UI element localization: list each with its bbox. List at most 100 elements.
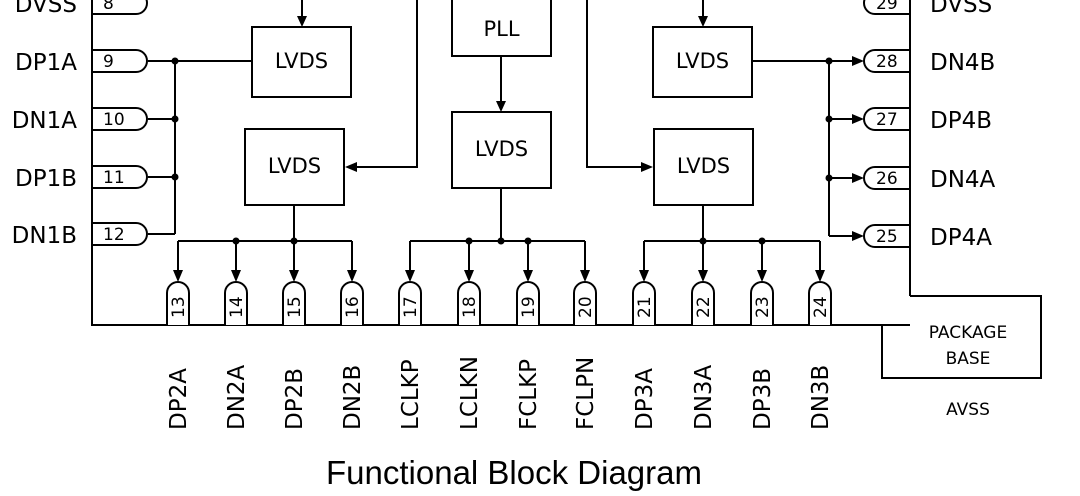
package-base-line1: PACKAGE [929,323,1007,343]
avss-label: AVSS [946,400,990,420]
junction-dot [825,174,833,182]
lvds-label: LVDS [268,154,321,178]
pin-26: 26 DN4A [863,166,996,193]
pin-outline [91,107,148,131]
arrow-head [464,270,474,282]
pin-outline [340,281,364,325]
pll-label: PLL [483,17,519,41]
arrow-head [347,270,357,282]
signal-name: DN4B [930,50,995,76]
signal-name: DP1A [15,50,77,76]
pin-outline [863,49,911,73]
pin-outline [516,281,540,325]
signal-name: DN2B [340,365,366,430]
arrow-head [231,270,241,282]
arrow-head [639,270,649,282]
pin-outline [863,224,911,248]
arrow-head [289,270,299,282]
pin-number: 9 [103,52,114,72]
pin-number: 26 [876,169,898,189]
signal-name: FCLPN [573,357,599,430]
signal-name: DN1B [12,223,77,249]
pin-number: 10 [103,110,125,130]
diagram-caption: Functional Block Diagram [326,454,702,491]
pin-number: 19 [519,296,539,318]
signal-name: DN4A [930,167,996,193]
pin-number: 17 [401,296,421,318]
lvds-label: LVDS [475,137,528,161]
wire [356,0,418,168]
signal-name: DN3A [691,364,717,430]
junction-dot [825,57,833,65]
pin-number: 28 [876,52,898,72]
signal-name: LCLKN [457,356,483,430]
bottom-pin-row: 13DP2A14DN2A15DP2B16DN2B17LCLKP18LCLKN19… [166,241,834,430]
arrow-head [297,16,307,27]
pin-outline [166,281,190,325]
pin-29: 29 DVSS [863,0,992,18]
pin-number: 22 [694,296,714,318]
pin-outline [398,281,422,325]
pin-outline [750,281,774,325]
signal-name: DP2A [166,368,192,430]
pin-outline [808,281,832,325]
arrow-head [815,270,825,282]
pin-28: 28 DN4B [863,49,995,76]
pin-number: 20 [576,296,596,318]
pin-number: 13 [169,296,189,318]
pin-outline [573,281,597,325]
arrow-head [852,114,864,124]
pin-number: 27 [876,110,898,130]
pin-outline [457,281,481,325]
arrow-head [496,101,506,112]
pin-outline [863,0,911,15]
pin-outline [863,107,911,131]
junction-dot [171,173,179,181]
package-base-line2: BASE [946,349,991,369]
junction-dot [171,115,179,123]
arrow-head [173,270,183,282]
signal-name: DVSS [930,0,992,18]
lvds-label: LVDS [676,49,729,73]
lvds-block-mid-right: LVDS [653,128,754,206]
arrow-head [852,173,864,183]
signal-name: DP3A [632,368,658,430]
arrow-head [345,162,357,172]
pin-number: 29 [876,0,898,14]
pin-outline [691,281,715,325]
pin-number: 24 [811,296,831,318]
pin-number: 23 [753,296,773,318]
lvds-label: LVDS [677,154,730,178]
pin-outline [91,165,148,189]
pin-outline [632,281,656,325]
lvds-block-center: LVDS [451,111,552,189]
signal-name: DVSS [15,0,77,18]
signal-name: DP2B [282,368,308,430]
package-base: PACKAGE BASE AVSS [881,295,1042,420]
arrow-head [405,270,415,282]
lvds-block-top-right: LVDS [652,26,753,98]
pin-outline [91,222,148,246]
pin-outline [91,49,148,73]
pin-number: 15 [285,296,305,318]
arrow-head [580,270,590,282]
pin-outline [91,0,148,15]
junction-dot [171,57,179,65]
arrow-head [852,231,864,241]
pin-outline [224,281,248,325]
signal-name: DP4A [930,225,992,251]
